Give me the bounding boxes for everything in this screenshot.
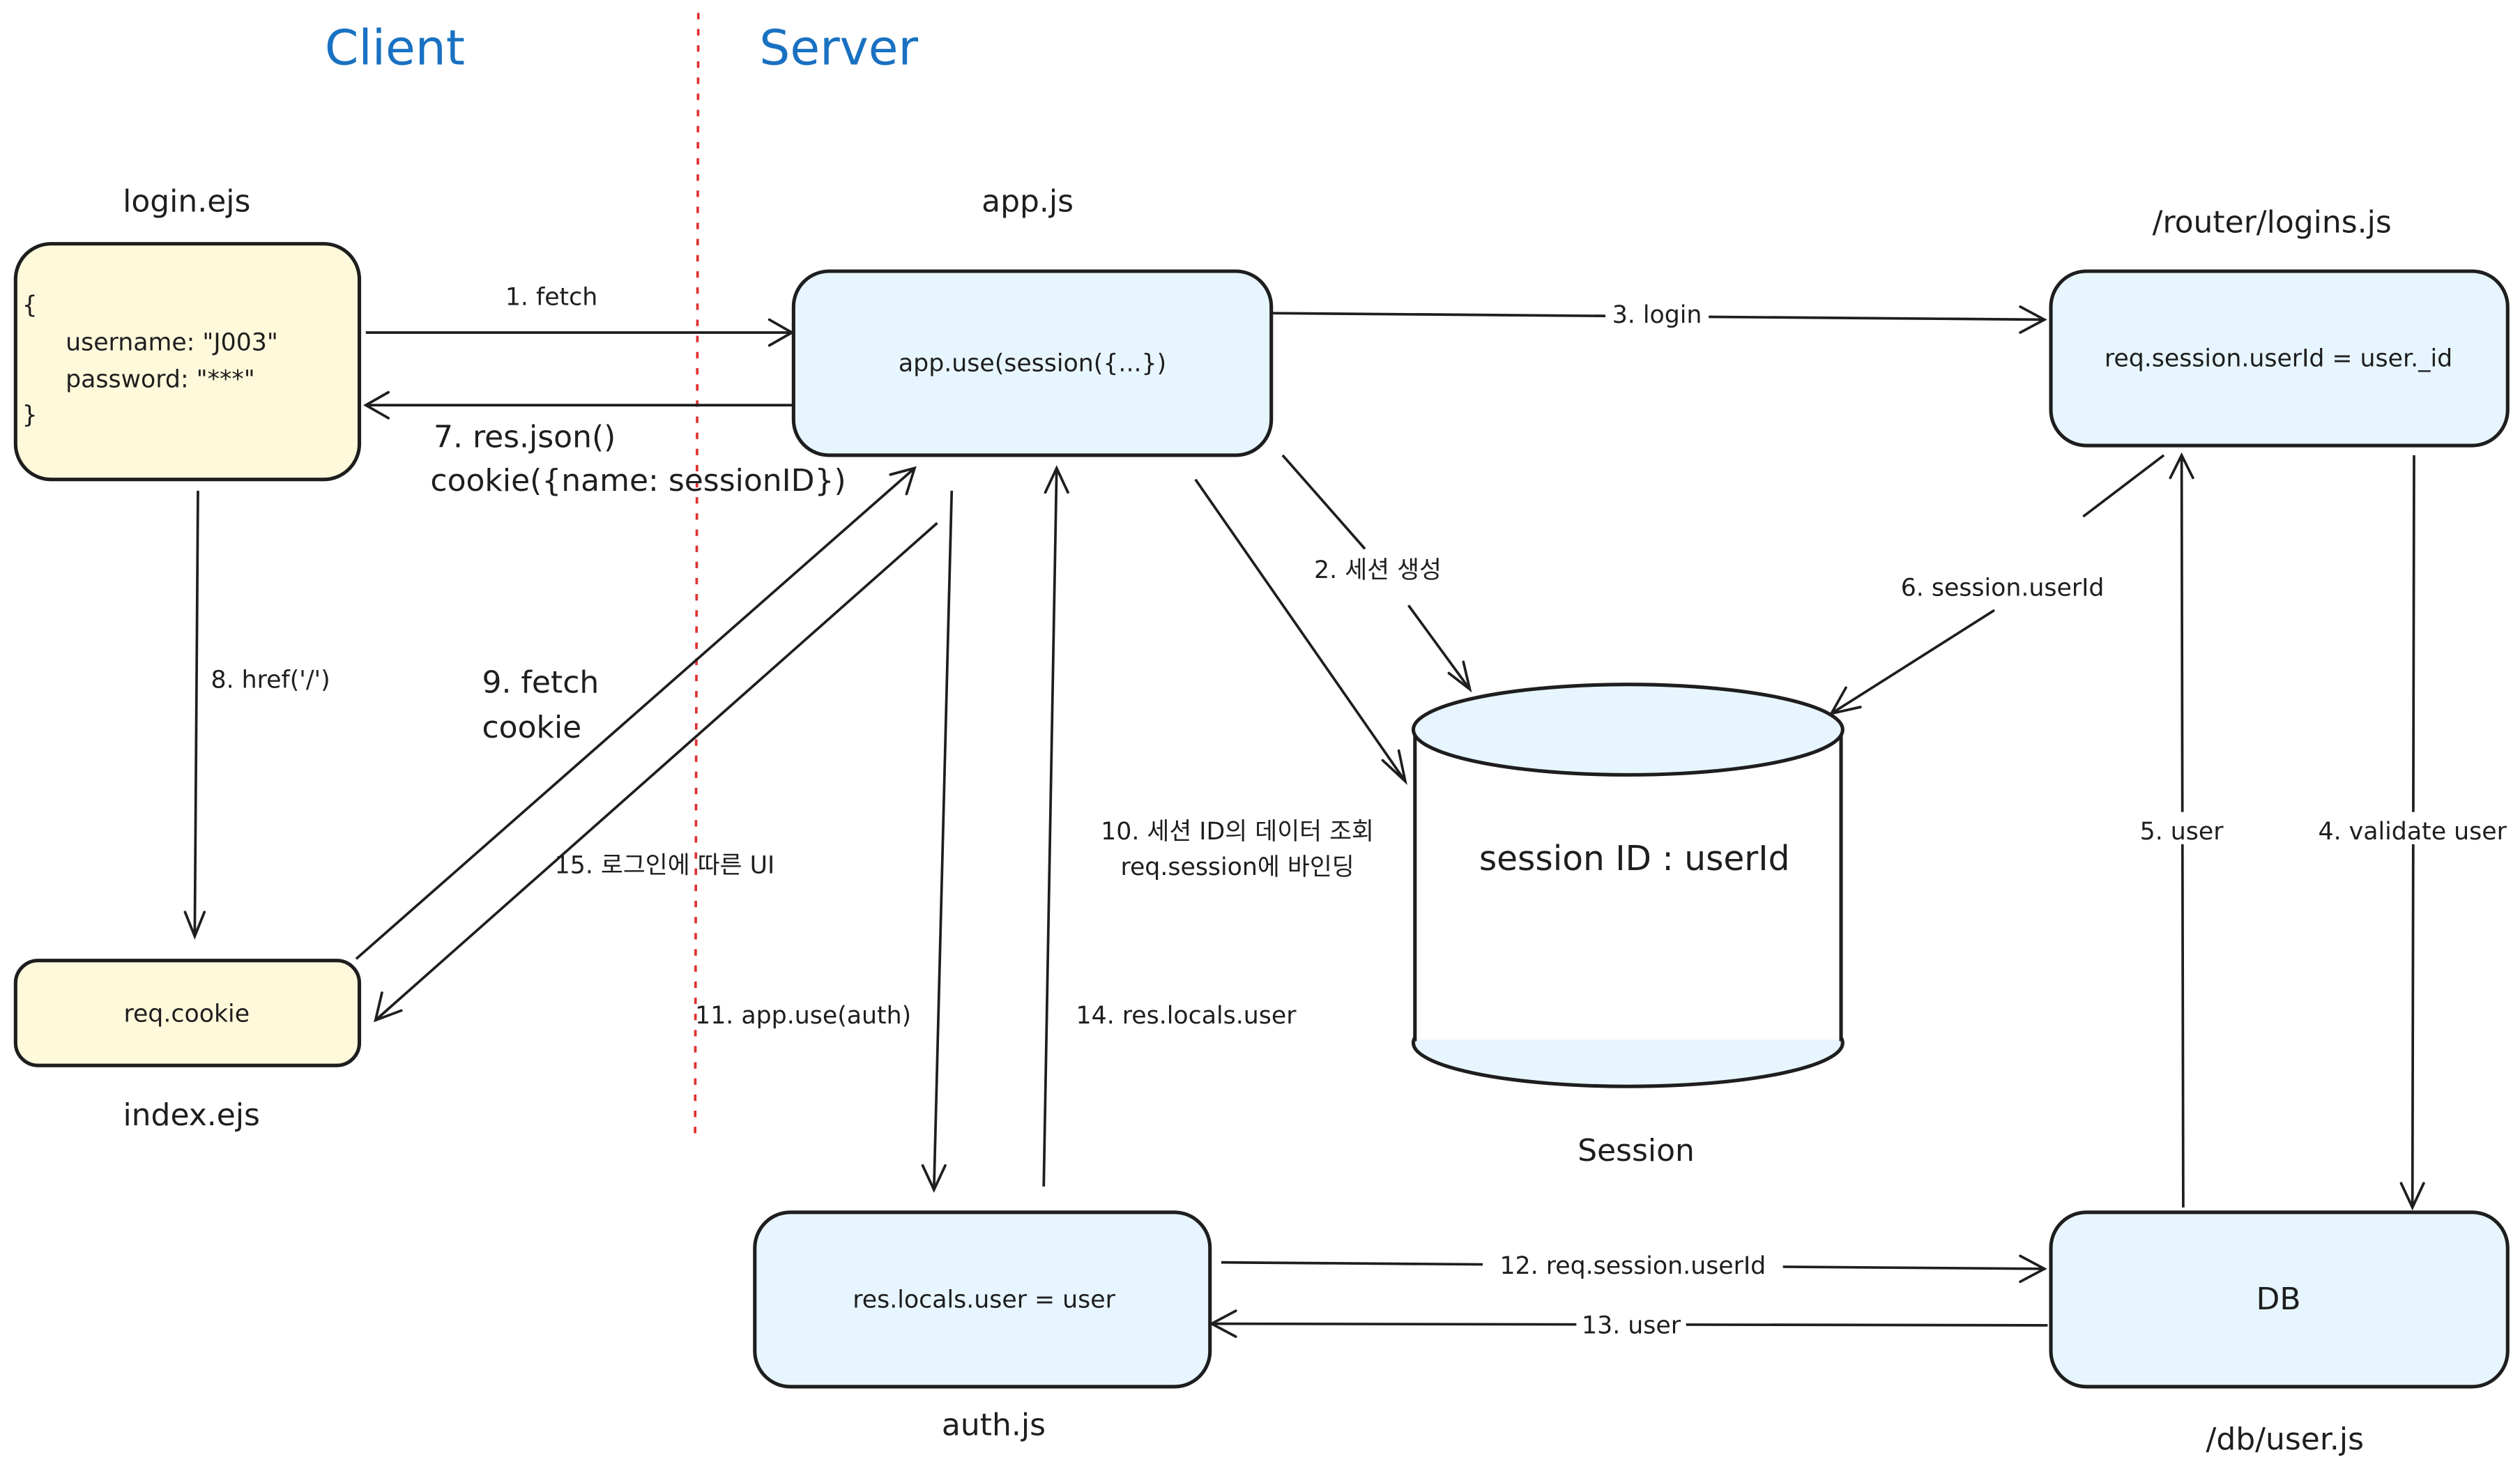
- edge-5-user: 5. user: [2128, 452, 2238, 1208]
- session-store-content: session ID : userId: [1479, 839, 1790, 878]
- edge-3-login: 3. login: [1273, 297, 2047, 334]
- client-server-divider: [694, 13, 700, 1139]
- app-js-node[interactable]: app.js app.use(session({...}): [791, 183, 1274, 457]
- app-js-content: app.use(session({...}): [899, 350, 1166, 378]
- edge-6-label: 6. session.userId: [1901, 574, 2105, 602]
- router-logins-node[interactable]: /router/logins.js req.session.userId = u…: [2049, 204, 2510, 448]
- edge-11-label: 11. app.use(auth): [695, 1002, 911, 1030]
- edge-1-label: 1. fetch: [505, 284, 597, 312]
- db-content: DB: [2256, 1281, 2300, 1317]
- edge-13-user: 13. user: [1209, 1307, 2048, 1340]
- index-ejs-content: req.cookie: [123, 1000, 250, 1028]
- router-logins-content: req.session.userId = user._id: [2105, 345, 2452, 373]
- router-logins-title: /router/logins.js: [2153, 204, 2392, 240]
- edge-12-label: 12. req.session.userId: [1499, 1252, 1766, 1280]
- edge-7-label-line1: 7. res.json(): [434, 419, 616, 455]
- edge-7-response: 7. res.json() cookie({name: sessionID}): [363, 390, 846, 498]
- edge-7-label-line2: cookie({name: sessionID}): [430, 463, 846, 498]
- session-store-title: Session: [1578, 1133, 1695, 1169]
- auth-js-title: auth.js: [942, 1407, 1046, 1443]
- edge-13-label: 13. user: [1582, 1312, 1681, 1340]
- db-title: /db/user.js: [2206, 1422, 2365, 1457]
- server-header: Server: [759, 21, 918, 77]
- login-ejs-node[interactable]: login.ejs { username: "J003" password: "…: [13, 183, 362, 482]
- edge-15-ui-response: 15. 로그인에 따른 UI: [374, 522, 938, 1023]
- edge-12-req-session-userid: 12. req.session.userId: [1221, 1247, 2047, 1284]
- login-brace-open: {: [22, 291, 38, 319]
- edge-2-label: 2. 세션 생성: [1314, 556, 1442, 584]
- login-brace-close: }: [22, 402, 38, 429]
- edge-3-label: 3. login: [1612, 301, 1702, 329]
- edge-4-label: 4. validate user: [2319, 818, 2507, 846]
- app-js-title: app.js: [982, 183, 1074, 219]
- auth-js-node[interactable]: res.locals.user = user auth.js: [753, 1210, 1212, 1443]
- login-ejs-title: login.ejs: [123, 183, 250, 219]
- edge-9-label-line1: 9. fetch: [482, 664, 599, 700]
- index-ejs-node[interactable]: req.cookie index.ejs: [13, 959, 362, 1133]
- db-node[interactable]: DB /db/user.js: [2049, 1210, 2510, 1457]
- index-ejs-title: index.ejs: [123, 1097, 260, 1133]
- edge-4-validate-user: 4. validate user: [2305, 455, 2519, 1211]
- edge-15-label: 15. 로그인에 따른 UI: [555, 852, 775, 880]
- login-password: password: "***": [66, 366, 255, 394]
- edge-10-label-line2: req.session에 바인딩: [1120, 853, 1354, 881]
- edge-10-label-line1: 10. 세션 ID의 데이터 조회: [1101, 818, 1374, 846]
- login-username: username: "J003": [66, 328, 278, 356]
- edge-1-fetch: 1. fetch: [365, 284, 795, 347]
- auth-js-content: res.locals.user = user: [853, 1286, 1115, 1314]
- edge-10-session-lookup: 10. 세션 ID의 데이터 조회 req.session에 바인딩: [1101, 478, 1407, 881]
- edge-2-create-session: 2. 세션 생성: [1281, 454, 1472, 693]
- edge-5-label: 5. user: [2140, 818, 2224, 846]
- edge-9-label-line2: cookie: [482, 710, 581, 745]
- edge-6-session-userid: 6. session.userId: [1828, 454, 2165, 716]
- edge-14-res-locals-user: 14. res.locals.user: [1042, 465, 1297, 1187]
- edge-8-label: 8. href('/'): [211, 666, 330, 694]
- edge-11-app-use-auth: 11. app.use(auth): [695, 490, 954, 1193]
- edge-8-href: 8. href('/'): [183, 490, 330, 940]
- edge-14-label: 14. res.locals.user: [1076, 1002, 1297, 1030]
- edge-9-fetch-cookie: 9. fetch cookie: [355, 466, 917, 960]
- session-store-node[interactable]: session ID : userId Session: [1411, 683, 1845, 1169]
- client-header: Client: [325, 21, 465, 77]
